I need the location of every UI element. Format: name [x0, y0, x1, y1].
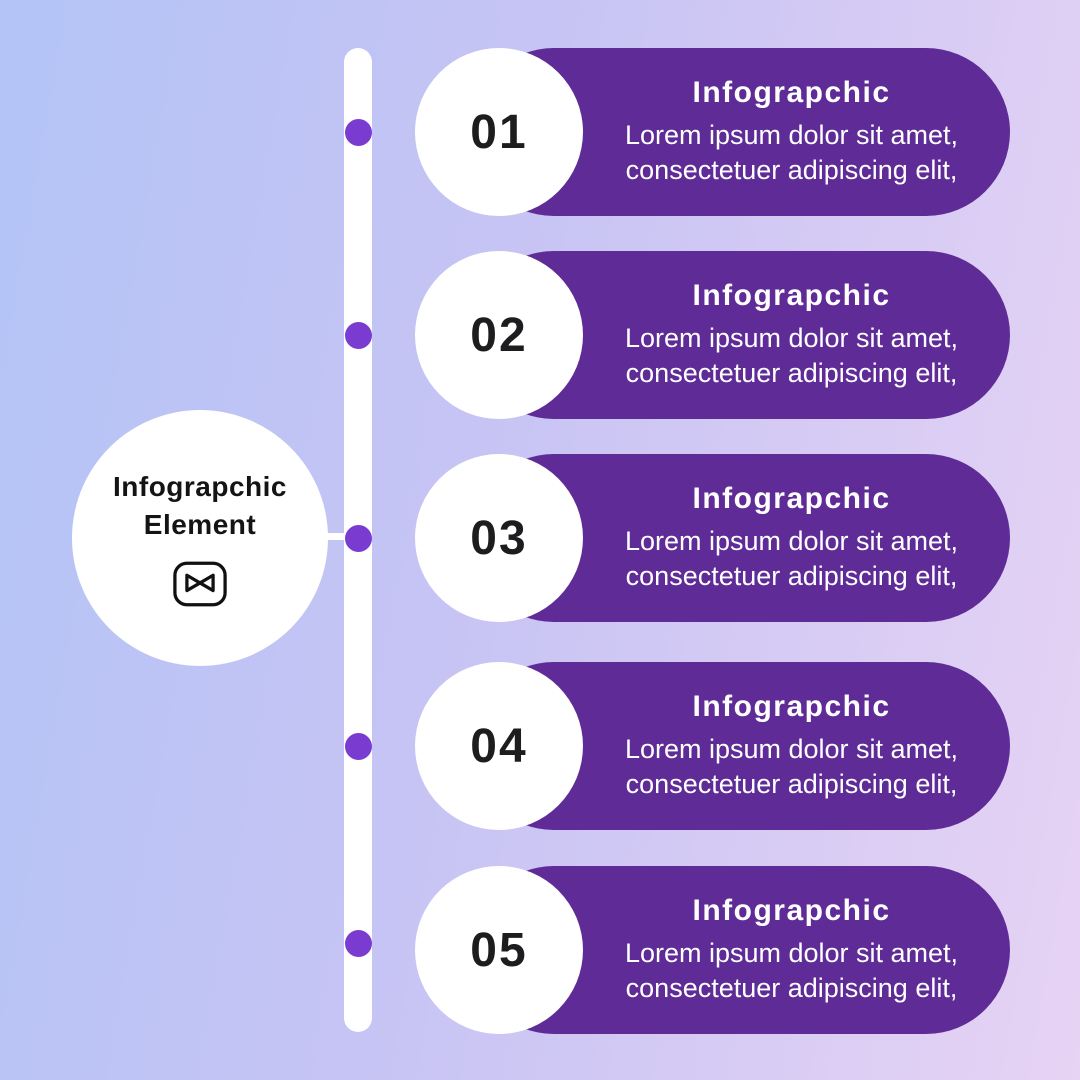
item-number-circle: 03 [415, 454, 583, 622]
timeline-dot-2 [345, 322, 372, 349]
item-body: Lorem ipsum dolor sit amet, consectetuer… [624, 733, 959, 799]
item-title: Infograpchic [692, 278, 891, 312]
timeline-item-3: Infograpchic Lorem ipsum dolor sit amet,… [415, 454, 1010, 622]
connector-line [310, 533, 358, 540]
item-number-circle: 02 [415, 251, 583, 419]
item-number: 03 [470, 511, 528, 565]
center-badge: Infograpchic Element [72, 410, 328, 666]
timeline-item-2: Infograpchic Lorem ipsum dolor sit amet,… [415, 251, 1010, 419]
item-number-circle: 01 [415, 48, 583, 216]
timeline-item-1: Infograpchic Lorem ipsum dolor sit amet,… [415, 48, 1010, 216]
timeline-dot-1 [345, 119, 372, 146]
item-body: Lorem ipsum dolor sit amet, consectetuer… [624, 322, 959, 388]
item-number: 02 [470, 308, 528, 362]
item-title: Infograpchic [692, 481, 891, 515]
item-number-circle: 05 [415, 866, 583, 1034]
item-content: Infograpchic Lorem ipsum dolor sit amet,… [587, 662, 996, 830]
item-number-circle: 04 [415, 662, 583, 830]
item-content: Infograpchic Lorem ipsum dolor sit amet,… [587, 48, 996, 216]
timeline-dot-4 [345, 733, 372, 760]
timeline-dot-3 [345, 525, 372, 552]
item-content: Infograpchic Lorem ipsum dolor sit amet,… [587, 454, 996, 622]
item-body: Lorem ipsum dolor sit amet, consectetuer… [624, 937, 959, 1003]
timeline-dot-5 [345, 930, 372, 957]
item-body: Lorem ipsum dolor sit amet, consectetuer… [624, 119, 959, 185]
timeline-item-5: Infograpchic Lorem ipsum dolor sit amet,… [415, 866, 1010, 1034]
item-body: Lorem ipsum dolor sit amet, consectetuer… [624, 525, 959, 591]
item-content: Infograpchic Lorem ipsum dolor sit amet,… [587, 251, 996, 419]
item-content: Infograpchic Lorem ipsum dolor sit amet,… [587, 866, 996, 1034]
item-title: Infograpchic [692, 75, 891, 109]
item-number: 05 [470, 923, 528, 977]
item-title: Infograpchic [692, 893, 891, 927]
item-number: 04 [470, 719, 528, 773]
capcut-logo-icon [173, 561, 227, 607]
timeline-item-4: Infograpchic Lorem ipsum dolor sit amet,… [415, 662, 1010, 830]
item-number: 01 [470, 105, 528, 159]
center-badge-title: Infograpchic Element [112, 471, 287, 540]
item-title: Infograpchic [692, 689, 891, 723]
